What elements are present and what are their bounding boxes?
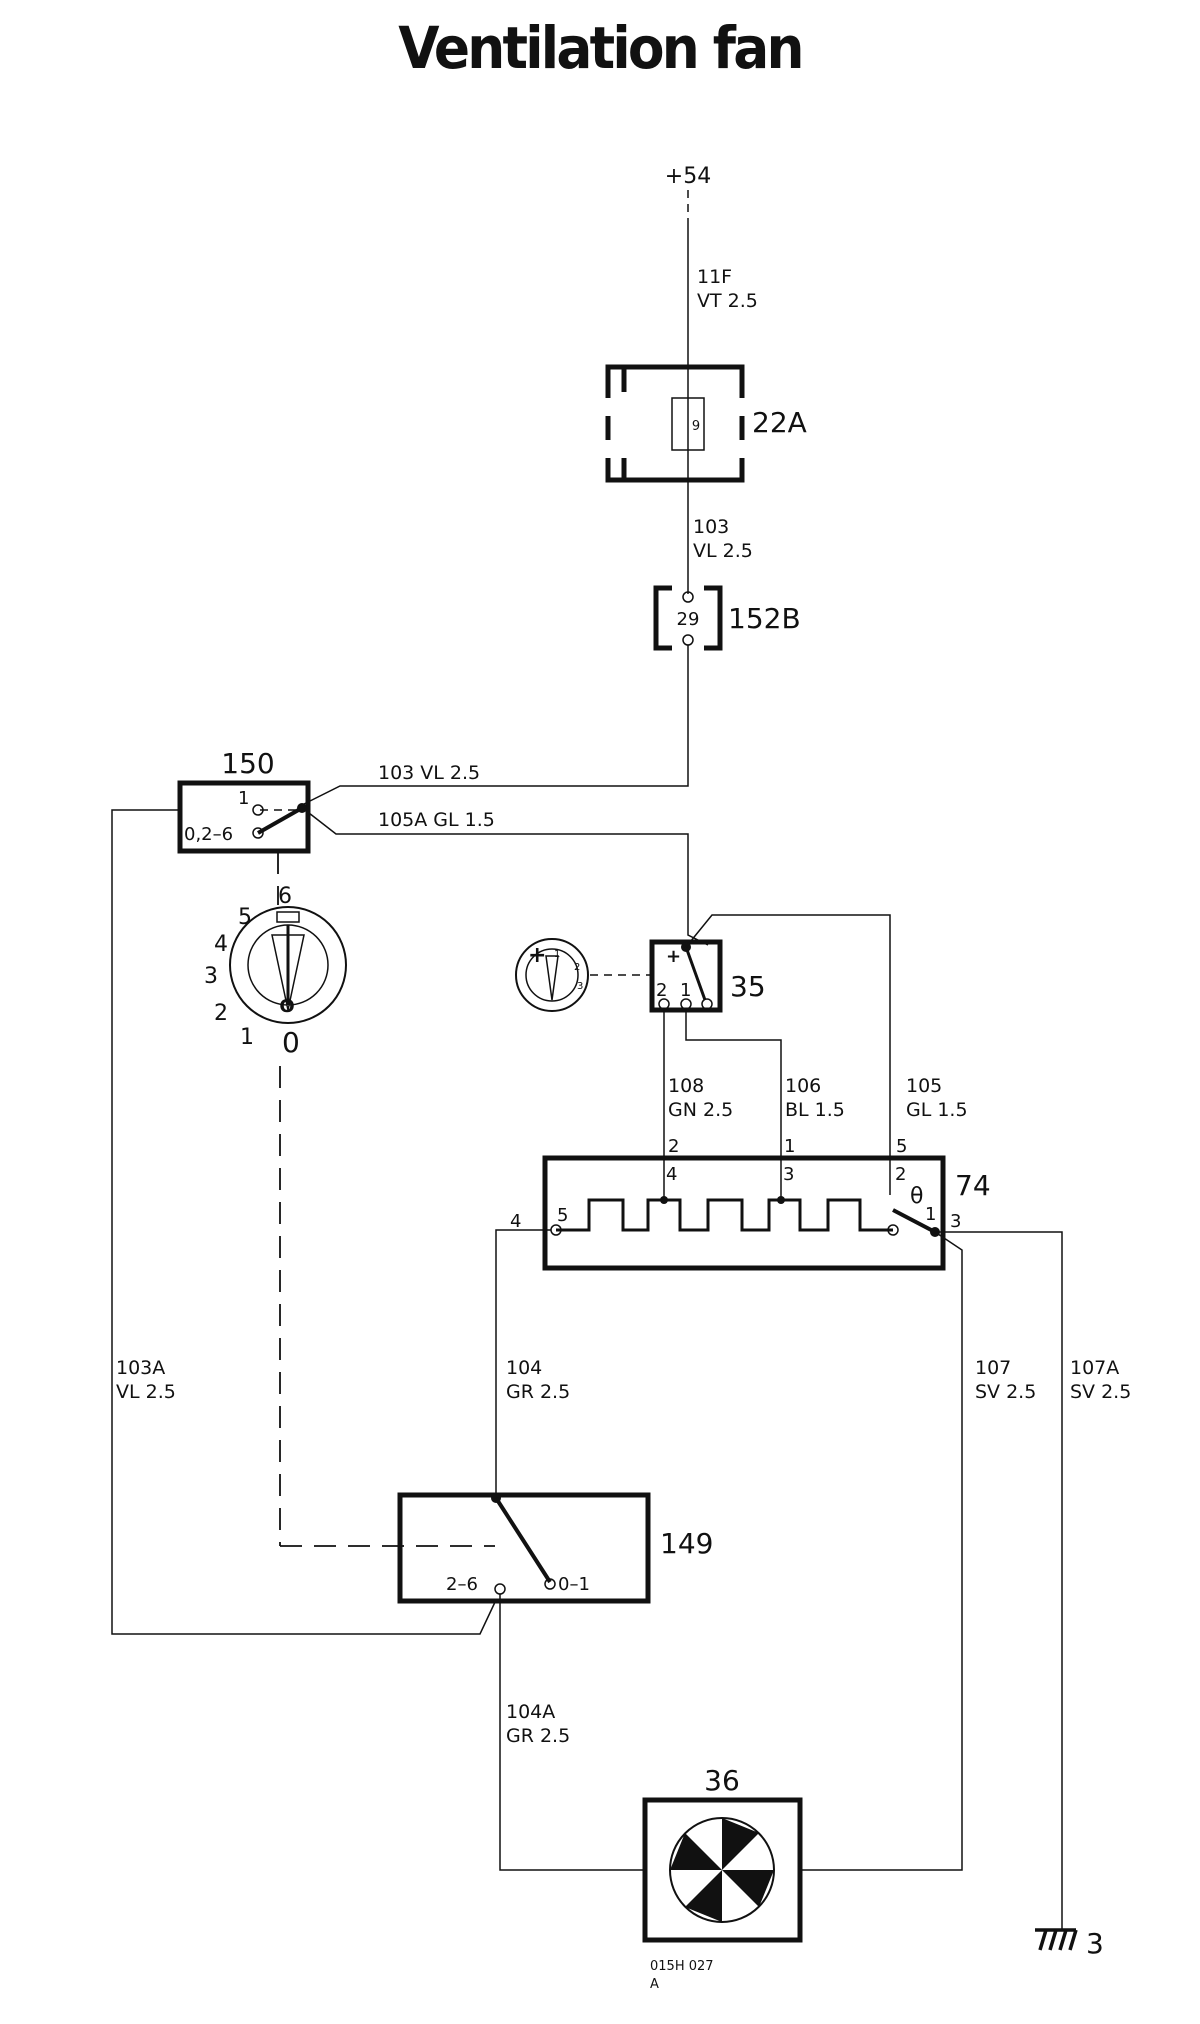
switch-149-contact (494, 1496, 552, 1584)
switch-149-pos-b: 0–1 (558, 1574, 590, 1595)
knob-35-plus: + (528, 943, 546, 968)
switch-149-pos-a: 2–6 (446, 1574, 478, 1595)
wire-108-number: 108 (668, 1075, 704, 1097)
resistor-int-pin-3: 3 (783, 1164, 794, 1185)
wire-103A-spec: VL 2.5 (116, 1381, 176, 1403)
recirculation-knob: + 1 2 3 (515, 938, 589, 1012)
wire-105A-label: 105A GL 1.5 (378, 809, 495, 831)
switch-35-contact (684, 946, 707, 1001)
fan-motor-label: 36 (704, 1764, 740, 1797)
wire-104A-number: 104A (506, 1701, 555, 1723)
knob-pos-4: 4 (214, 932, 228, 957)
wire-104-number: 104 (506, 1357, 542, 1379)
wire-11F-spec: VT 2.5 (697, 290, 758, 312)
knob-pos-0: 0 (282, 1026, 300, 1059)
ground-symbol (1035, 1928, 1078, 1951)
switch-35-pin-1: 1 (680, 980, 691, 1001)
wire-105-spec: GL 1.5 (906, 1099, 968, 1121)
wire-106-spec: BL 1.5 (785, 1099, 845, 1121)
resistor-ext-pin-5: 5 (896, 1136, 907, 1157)
wire-104A (499, 1594, 643, 1871)
switch-150-pos-2: 0,2–6 (184, 824, 233, 845)
wire-105-number: 105 (906, 1075, 942, 1097)
wire-104-spec: GR 2.5 (506, 1381, 570, 1403)
wire-11F-number: 11F (697, 266, 732, 288)
knob-pos-1: 1 (240, 1025, 254, 1050)
resistor-ext-pin-4: 4 (510, 1211, 521, 1232)
knob-35-pos-2: 2 (574, 962, 580, 973)
drawing-code: 015H 027 (650, 1959, 714, 1974)
knob-pos-6: 6 (278, 884, 292, 909)
fan-motor-36 (642, 1797, 803, 1943)
wire-107-spec: SV 2.5 (975, 1381, 1036, 1403)
wire-107-number: 107 (975, 1357, 1011, 1379)
switch-150-label: 150 (221, 747, 274, 780)
wire-103A-number: 103A (116, 1357, 165, 1379)
resistor-int-pin-4: 4 (666, 1164, 677, 1185)
switch-149-label: 149 (660, 1527, 713, 1560)
knob-pos-5: 5 (238, 905, 252, 930)
switch-35-plus: + (666, 946, 681, 967)
switch-35-pin-2: 2 (656, 980, 667, 1001)
wire-103A (111, 809, 497, 1635)
wire-107 (800, 1231, 963, 1871)
connector-pin: 29 (677, 609, 700, 630)
resistor-74 (542, 1155, 946, 1271)
wire-106 (685, 1009, 782, 1198)
resistor-ext-pin-1: 1 (784, 1136, 795, 1157)
wire-103-label: 103 VL 2.5 (378, 762, 480, 784)
resistor-int-pin-5: 5 (557, 1205, 568, 1226)
wire-105 (685, 914, 891, 1158)
switch-35-label: 35 (730, 970, 766, 1003)
resistor-element (556, 1198, 893, 1232)
wire-104 (495, 1229, 551, 1495)
fan-speed-knob: O (229, 906, 347, 1024)
connector-152B: 29 (653, 585, 723, 651)
knob-center-mark: O (279, 996, 294, 1017)
diagram-title: Ventilation fan (398, 14, 804, 82)
supply-label: +54 (665, 164, 711, 189)
defrost-icon (276, 911, 300, 923)
wire-103-number: 103 (693, 516, 729, 538)
thermal-fuse-symbol: θ (910, 1184, 923, 1209)
switch-150-pos-1: 1 (238, 788, 249, 809)
knob-pos-2: 2 (214, 1001, 228, 1026)
knob-35-pos-3: 3 (577, 981, 583, 992)
switch-150 (177, 780, 311, 854)
wire-105A (299, 805, 709, 946)
wire-106-number: 106 (785, 1075, 821, 1097)
resistor-ext-pin-2: 2 (668, 1136, 679, 1157)
wire-108-spec: GN 2.5 (668, 1099, 733, 1121)
wire-103-horizontal (299, 645, 689, 807)
fuse-pin: 9 (692, 419, 700, 434)
wire-103-spec: VL 2.5 (693, 540, 753, 562)
fan-icon (669, 1817, 775, 1923)
wire-107A (935, 1231, 1063, 1930)
fuse-22A: 9 (605, 364, 745, 483)
knob-pos-3: 3 (204, 964, 218, 989)
wire-104A-spec: GR 2.5 (506, 1725, 570, 1747)
fuse-22A-label: 22A (752, 406, 807, 439)
wire-107A-spec: SV 2.5 (1070, 1381, 1131, 1403)
ground-label: 3 (1086, 1927, 1104, 1960)
resistor-int-pin-2: 2 (895, 1164, 906, 1185)
switch-149 (397, 1492, 651, 1604)
resistor-int-pin-1: 1 (925, 1204, 936, 1225)
wire-107A-number: 107A (1070, 1357, 1119, 1379)
knob-35-pos-1: 1 (554, 949, 560, 960)
connector-152B-label: 152B (728, 602, 801, 635)
resistor-ext-pin-3: 3 (950, 1211, 961, 1232)
thermal-switch-contact (892, 1208, 936, 1234)
switch-150-contact (257, 806, 303, 835)
resistor-74-label: 74 (955, 1169, 991, 1202)
drawing-revision: A (650, 1977, 659, 1992)
